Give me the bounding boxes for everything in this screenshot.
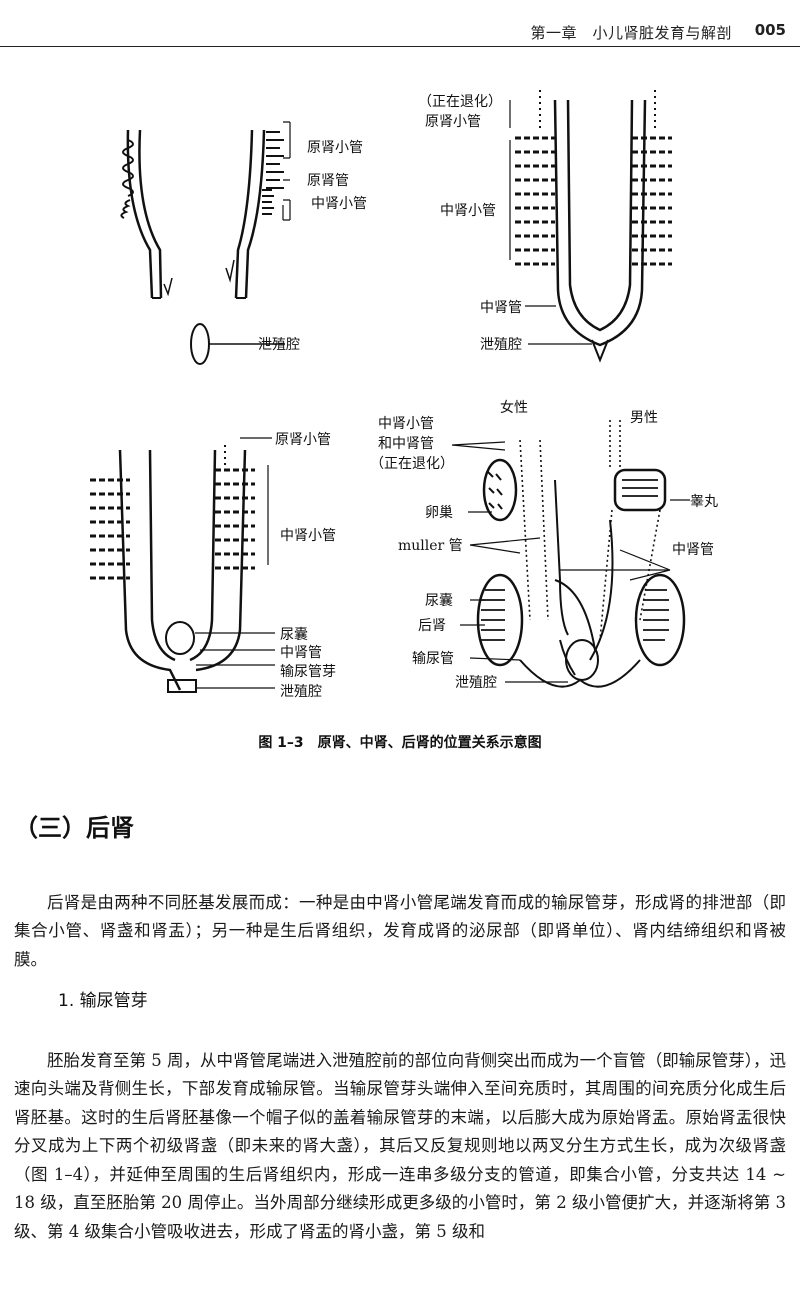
label-p4-testis: 睾丸 bbox=[690, 494, 718, 510]
subsection-heading: 1. 输尿管芽 bbox=[58, 991, 148, 1011]
label-p3-mesonephric-duct: 中肾管 bbox=[280, 645, 322, 661]
label-p3-pronephric-tubule: 原肾小管 bbox=[275, 432, 331, 448]
label-p2-mesonephric-duct: 中肾管 bbox=[480, 300, 522, 316]
figure-1-3: 原肾小管 原肾管 中肾小管 泄殖腔 （正在退化） 原肾小管 中肾小管 中肾管 泄… bbox=[0, 60, 800, 730]
label-p3-mesonephric-tubule: 中肾小管 bbox=[280, 528, 336, 544]
page-number: 005 bbox=[754, 21, 786, 39]
paragraph-2: 胚胎发育至第 5 周，从中肾管尾端进入泄殖腔前的部位向背侧突出而成为一个盲管（即… bbox=[14, 1050, 786, 1241]
label-p2-mesonephric-tubule: 中肾小管 bbox=[440, 203, 496, 219]
label-p3-cloaca: 泄殖腔 bbox=[280, 683, 322, 700]
label-p4-male: 男性 bbox=[630, 410, 658, 426]
figure-caption: 图 1–3 原肾、中肾、后肾的位置关系示意图 bbox=[258, 735, 542, 751]
panel1-right-strand bbox=[225, 129, 284, 299]
panel1-left-strand bbox=[120, 129, 173, 299]
label-p2-regressing: （正在退化） bbox=[418, 94, 502, 110]
label-p4-meso-line2: 和中肾管 bbox=[378, 436, 434, 452]
label-p1-pronephric-duct: 原肾管 bbox=[307, 173, 349, 189]
page-header: 第一章 小儿肾脏发育与解剖 005 bbox=[0, 18, 800, 48]
embryo-kidney-diagram: 原肾小管 原肾管 中肾小管 泄殖腔 （正在退化） 原肾小管 中肾小管 中肾管 泄… bbox=[90, 90, 718, 700]
label-p4-metanephros: 后肾 bbox=[418, 618, 446, 634]
label-p3-ureteric-bud: 输尿管芽 bbox=[280, 664, 336, 680]
label-p2-pronephric-tubule: 原肾小管 bbox=[425, 114, 481, 130]
label-p2-cloaca: 泄殖腔 bbox=[480, 336, 522, 353]
paragraph-1: 后肾是由两种不同胚基发展而成：一种是由中肾小管尾端发育而成的输尿管芽，形成肾的排… bbox=[14, 892, 786, 969]
label-p1-mesonephric-tubule: 中肾小管 bbox=[311, 196, 367, 212]
label-p3-allantois: 尿囊 bbox=[280, 626, 308, 643]
panel3-strand bbox=[90, 445, 255, 693]
section-title: （三）后肾 bbox=[14, 813, 134, 842]
label-p4-meso-line3: （正在退化） bbox=[370, 456, 454, 472]
label-p4-ovary: 卵巢 bbox=[425, 505, 453, 521]
label-p4-muller: muller 管 bbox=[398, 538, 463, 554]
panel4-structures bbox=[476, 420, 686, 688]
label-p4-female: 女性 bbox=[500, 399, 528, 416]
chapter-title: 第一章 小儿肾脏发育与解剖 bbox=[530, 24, 732, 42]
label-p4-mesonephric-duct: 中肾管 bbox=[672, 542, 714, 558]
label-p4-ureter: 输尿管 bbox=[412, 651, 454, 667]
header-rule bbox=[0, 46, 800, 47]
label-p4-meso-line1: 中肾小管 bbox=[378, 416, 434, 432]
label-p1-cloaca: 泄殖腔 bbox=[258, 336, 300, 353]
label-p1-pronephric-tubule: 原肾小管 bbox=[307, 140, 363, 156]
label-p4-cloaca: 泄殖腔 bbox=[455, 674, 497, 691]
panel2-u-strand bbox=[515, 90, 672, 363]
label-p4-allantois: 尿囊 bbox=[425, 592, 453, 609]
